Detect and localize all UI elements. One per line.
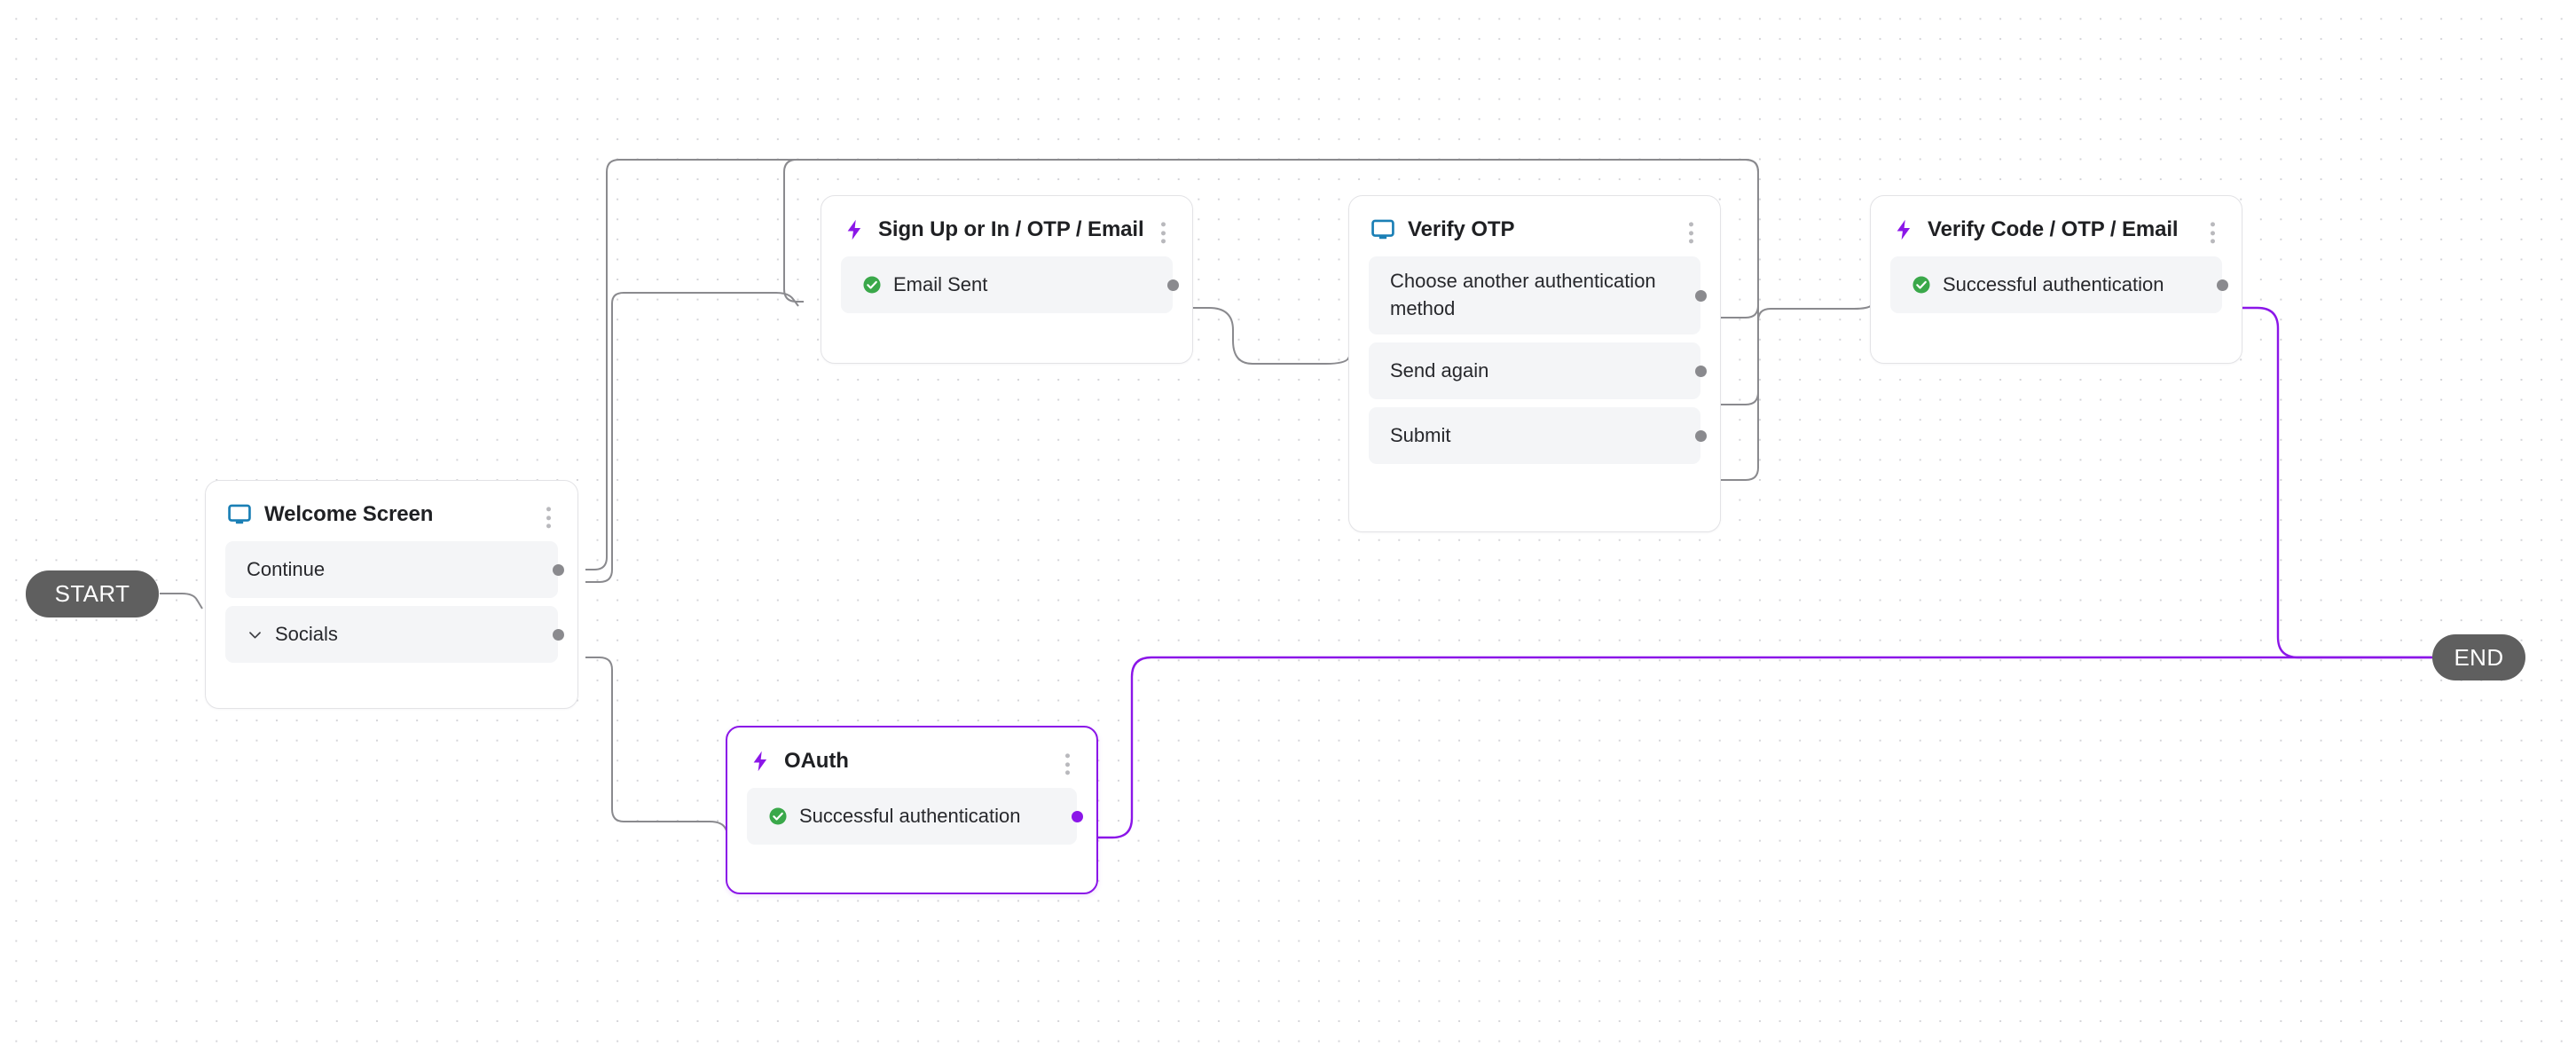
node-header: Sign Up or In / OTP / Email (841, 212, 1173, 256)
node-title: Sign Up or In / OTP / Email (878, 217, 1144, 241)
port-list: Choose another authentication method Sen… (1369, 256, 1707, 464)
port-output-dot[interactable] (1071, 810, 1083, 822)
port-label: Continue (247, 557, 326, 580)
port-successful-authentication[interactable]: Successful authentication (747, 788, 1083, 845)
edge-verifyotp-submit-to-verifycode (1703, 301, 1876, 481)
check-circle-icon (862, 275, 882, 295)
port-label: Successful authentication (1943, 272, 2164, 295)
port-label: Socials (275, 622, 338, 645)
port-choose-another-authentication-method[interactable]: Choose another authentication method (1369, 256, 1707, 334)
start-label: START (54, 580, 130, 607)
port-socials[interactable]: Socials (225, 606, 564, 663)
node-title: OAuth (784, 749, 849, 773)
edge-signup-emailsent-to-verifyotp (1180, 307, 1353, 365)
port-output-dot[interactable] (1694, 429, 1707, 442)
port-label: Submit (1390, 423, 1451, 446)
edge-welcome-socials-to-oauth (585, 657, 730, 838)
monitor-icon (1370, 217, 1395, 242)
node-sign-up-or-in-otp-email[interactable]: Sign Up or In / OTP / Email Email Sent (821, 195, 1193, 364)
node-verify-otp[interactable]: Verify OTP Choose another authentication… (1348, 195, 1721, 532)
start-node[interactable]: START (26, 570, 159, 617)
port-label: Choose another authentication method (1390, 270, 1656, 319)
edge-start-to-welcome (160, 593, 203, 610)
kebab-menu-icon[interactable] (1060, 750, 1075, 778)
port-output-dot[interactable] (1694, 365, 1707, 377)
node-oauth[interactable]: OAuth Successful authentication (726, 726, 1098, 894)
end-label: END (2454, 643, 2504, 671)
edge-welcome-continue-to-signup (585, 292, 799, 583)
port-label: Successful authentication (799, 804, 1021, 827)
port-successful-authentication[interactable]: Successful authentication (1890, 256, 2228, 313)
check-circle-icon (768, 806, 788, 826)
port-output-dot[interactable] (1166, 279, 1179, 291)
bolt-icon (843, 218, 866, 241)
port-email-sent[interactable]: Email Sent (841, 256, 1179, 313)
node-welcome-screen[interactable]: Welcome Screen Continue Socials (205, 480, 578, 709)
monitor-icon (227, 502, 252, 527)
edge-oauth-to-end (1078, 656, 2432, 839)
node-title: Verify Code / OTP / Email (1928, 217, 2179, 241)
port-label: Email Sent (893, 272, 988, 295)
node-header: Verify Code / OTP / Email (1890, 212, 2222, 256)
node-header: Verify OTP (1369, 212, 1700, 256)
chevron-down-icon[interactable] (247, 626, 263, 643)
port-list: Email Sent (841, 256, 1179, 313)
kebab-menu-icon[interactable] (1156, 218, 1171, 247)
end-node[interactable]: END (2432, 634, 2525, 680)
port-list: Successful authentication (747, 788, 1083, 845)
node-header: OAuth (747, 743, 1077, 788)
port-list: Successful authentication (1890, 256, 2228, 313)
port-output-dot[interactable] (552, 628, 564, 641)
kebab-menu-icon[interactable] (1684, 218, 1699, 247)
port-output-dot[interactable] (1694, 289, 1707, 302)
port-output-dot[interactable] (552, 563, 564, 576)
edge-verifycode-to-end (2218, 306, 2432, 659)
kebab-menu-icon[interactable] (541, 503, 556, 531)
port-list: Continue Socials (225, 541, 564, 663)
node-verify-code-otp-email[interactable]: Verify Code / OTP / Email Successful aut… (1870, 195, 2242, 364)
port-output-dot[interactable] (2216, 279, 2228, 291)
node-title: Verify OTP (1408, 217, 1515, 241)
port-continue[interactable]: Continue (225, 541, 564, 598)
bolt-icon (749, 750, 772, 773)
kebab-menu-icon[interactable] (2205, 218, 2220, 247)
check-circle-icon (1912, 275, 1931, 295)
port-send-again[interactable]: Send again (1369, 342, 1707, 399)
bolt-icon (1892, 218, 1915, 241)
node-title: Welcome Screen (264, 502, 434, 526)
port-label: Send again (1390, 358, 1489, 381)
node-header: Welcome Screen (225, 497, 558, 541)
port-submit[interactable]: Submit (1369, 407, 1707, 464)
